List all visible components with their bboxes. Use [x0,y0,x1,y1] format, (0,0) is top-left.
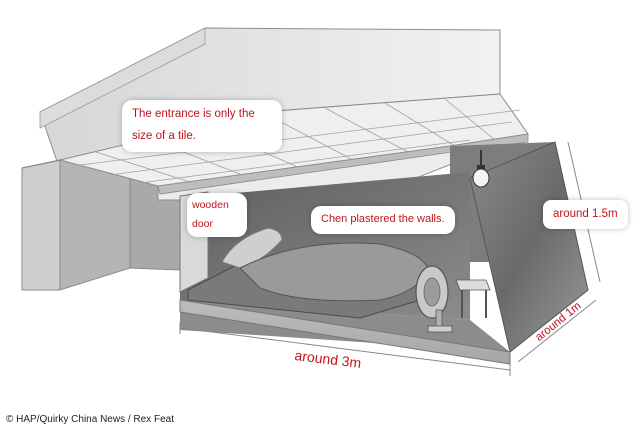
door-callout: wooden door [187,193,247,237]
light-bulb-icon [472,150,490,188]
fan [415,265,453,333]
entrance-callout: The entrance is only the size of a tile. [122,100,282,152]
walls-callout: Chen plastered the walls. [311,206,455,234]
photo-credit: © HAP/Quirky China News / Rex Feat [0,412,180,428]
bed [187,227,429,319]
stool [455,279,491,318]
height-dimension-label: around 1.5m [543,200,628,229]
tile-floor [59,93,529,201]
